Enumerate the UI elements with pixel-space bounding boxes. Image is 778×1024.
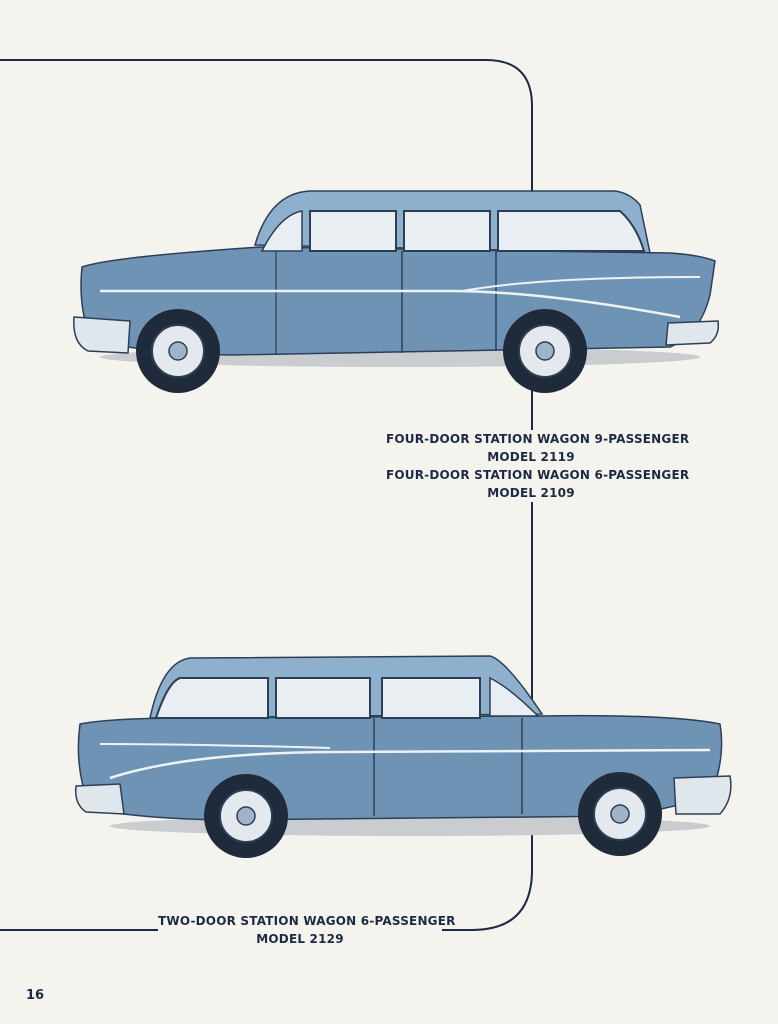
caption-model-2109: MODEL 2109 bbox=[487, 486, 575, 500]
caption-model-2119: MODEL 2119 bbox=[487, 450, 575, 464]
four-door-wagon-caption: FOUR-DOOR STATION WAGON 9-PASSENGER MODE… bbox=[386, 430, 690, 502]
caption-model-2129: MODEL 2129 bbox=[256, 932, 344, 946]
two-door-wagon-illustration bbox=[74, 655, 732, 858]
four-door-wagon-illustration bbox=[73, 190, 720, 393]
caption-6-passenger-title: FOUR-DOOR STATION WAGON 6-PASSENGER bbox=[386, 468, 690, 482]
two-door-wagon-caption: TWO-DOOR STATION WAGON 6-PASSENGER MODEL… bbox=[158, 912, 456, 948]
caption-two-door-title: TWO-DOOR STATION WAGON 6-PASSENGER bbox=[158, 914, 456, 928]
caption-9-passenger-title: FOUR-DOOR STATION WAGON 9-PASSENGER bbox=[386, 432, 690, 446]
page-number: 16 bbox=[26, 988, 45, 1003]
